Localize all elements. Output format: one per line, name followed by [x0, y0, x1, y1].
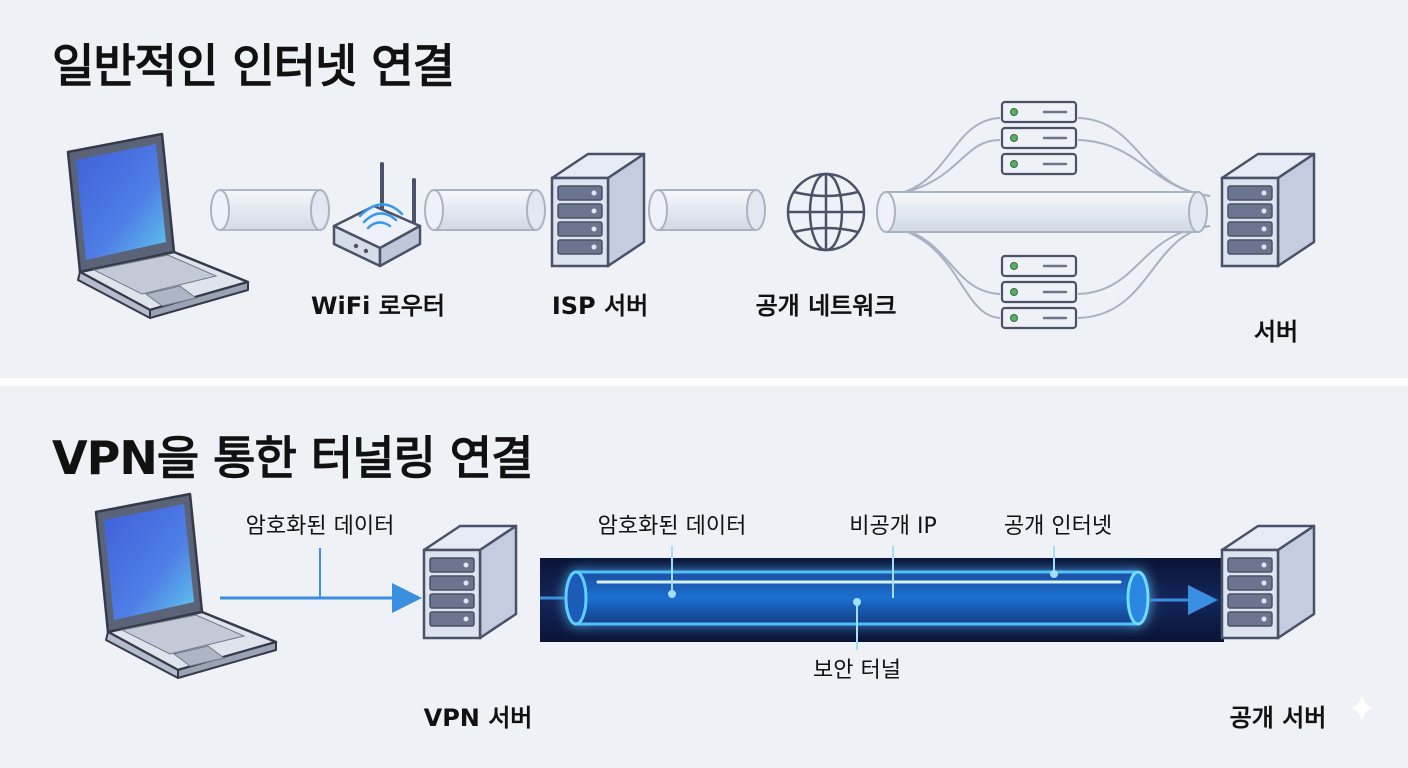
router-icon: [332, 162, 422, 268]
pipe-isp-network: [648, 189, 766, 231]
label-server: 서버: [1253, 318, 1299, 346]
section-title-normal: 일반적인 인터넷 연결: [52, 39, 455, 93]
server-icon: [550, 152, 646, 268]
section-title-vpn: VPN을 통한 터널링 연결: [52, 431, 533, 485]
pipe-network-server: [876, 191, 1208, 233]
section-divider: [0, 378, 1408, 386]
pipe-laptop-router: [210, 189, 330, 231]
label-vpn-server: VPN 서버: [423, 704, 533, 732]
label-public-server: 공개 서버: [1229, 704, 1327, 732]
tunnel-callouts: [668, 546, 1058, 650]
server-icon: [1220, 152, 1316, 268]
server-icon: [422, 524, 518, 640]
label-secure-tunnel: 보안 터널: [813, 658, 901, 683]
label-router: WiFi 로우터: [311, 292, 445, 320]
label-public-internet: 공개 인터넷: [1003, 514, 1113, 539]
label-encrypted-data-tunnel: 암호화된 데이터: [597, 514, 747, 539]
data-arrow-left: [220, 548, 422, 613]
label-private-ip: 비공개 IP: [849, 514, 937, 539]
rack-server-icon: [1000, 100, 1078, 176]
globe-icon: [786, 172, 866, 252]
label-isp-server: ISP 서버: [551, 292, 649, 320]
label-public-network: 공개 네트워크: [755, 292, 897, 320]
server-icon: [1220, 524, 1316, 640]
sparkle-icon: [1350, 694, 1374, 722]
label-encrypted-data-left: 암호화된 데이터: [245, 514, 395, 539]
rack-server-icon: [1000, 254, 1078, 330]
pipe-router-isp: [424, 189, 546, 231]
